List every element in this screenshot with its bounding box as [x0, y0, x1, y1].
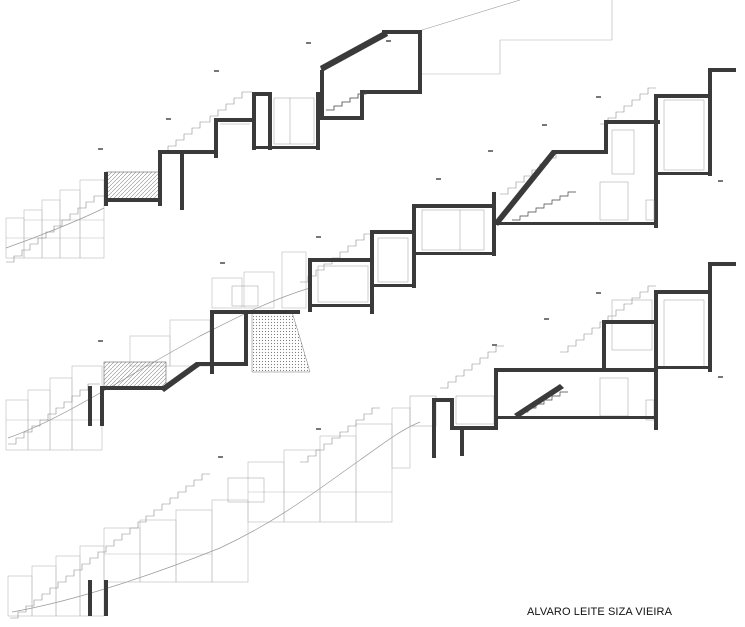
terrain-line [5, 207, 105, 249]
terrain-line [11, 421, 421, 613]
wall-section-icon [104, 30, 422, 210]
terrain-grid [5, 251, 307, 451]
stair-icon [10, 473, 210, 619]
level-marker-icon [98, 40, 391, 150]
terrain-line [7, 287, 311, 439]
section-3 [7, 262, 736, 619]
stair-icon [8, 383, 100, 445]
rock-fill [251, 311, 311, 373]
stair-icon [6, 195, 104, 263]
hatched-pool [105, 171, 161, 201]
architect-credit: ALVARO LEITE SIZA VIEIRA [527, 606, 673, 618]
hatched-pool [103, 361, 167, 389]
wall-section-icon [88, 68, 736, 426]
section-2 [5, 68, 736, 451]
wall-section-icon [88, 262, 736, 616]
terrain-grid [7, 407, 411, 617]
level-marker-icon [218, 292, 723, 458]
section-1 [5, 0, 613, 263]
terrain-grid [5, 179, 105, 259]
level-marker-icon [98, 96, 723, 342]
